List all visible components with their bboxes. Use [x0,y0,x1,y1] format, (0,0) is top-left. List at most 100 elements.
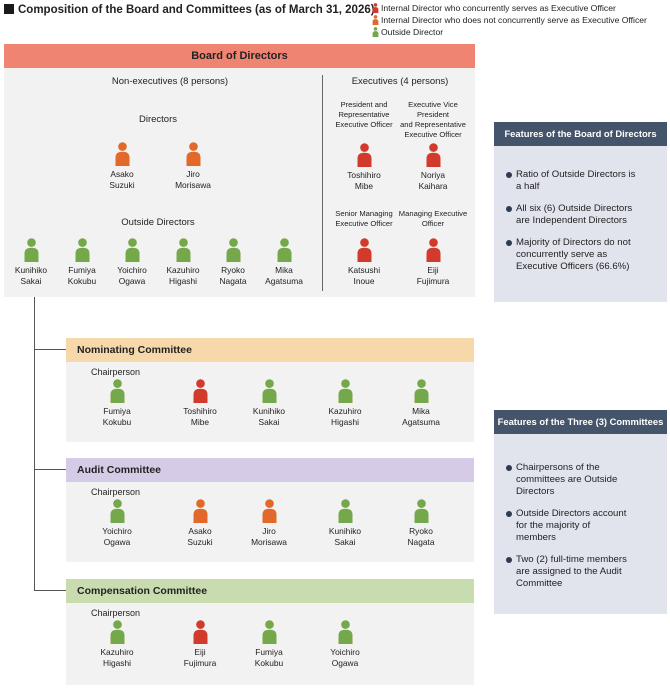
text-line: Ogawa [103,537,131,547]
person-icon [24,238,38,262]
person-icon [115,142,129,166]
person-icon [125,238,139,262]
text-line: Kaihara [418,181,448,191]
text-line: Toshihiro [183,406,217,416]
text-line: Majority of Directors do not [516,237,631,248]
committee-features-heading: Features of the Three (3) Committees [494,410,667,434]
committee-heading: Compensation Committee [66,579,474,603]
text-line: Fujimura [183,658,217,668]
text-line: a half [516,181,540,192]
person-icon [110,499,124,523]
text-line: Sakai [20,276,42,286]
chairperson-label: Chairperson [91,608,141,618]
person-icon [426,238,440,262]
text-line: Fumiya [68,265,96,275]
person-icon [226,238,240,262]
text-line: Executive Officer [404,130,462,139]
text-line: Directors [516,486,555,497]
person-icon [193,620,207,644]
board-features-heading: Features of the Board of Directors [494,122,667,146]
title-text: Composition of the Board and Committees … [18,4,375,16]
text-line: Eiji [427,265,439,275]
text-line: Committee [516,578,563,589]
text-line: Kunihiko [14,265,48,275]
text-line: Chairpersons of the [516,462,600,473]
tree-branch-audit [34,469,66,470]
text-line: Morisawa [251,537,287,547]
text-line: members [516,532,556,543]
tree-trunk [34,297,35,591]
text-line: Higashi [169,276,197,286]
tree-branch-compensation [34,590,66,591]
chairperson-label: Chairperson [91,367,141,377]
text-line: Yoichiro [102,526,132,536]
text-line: Mika [275,265,293,275]
text-line: Kazuhiro [166,265,200,275]
text-line: and Representative [400,120,466,129]
text-line: Suzuki [109,180,135,190]
text-line: Agatsuma [265,276,303,286]
person-icon [262,379,276,403]
person-icon [357,238,371,262]
text-line: Higashi [103,658,131,668]
board-heading: Board of Directors [4,44,475,68]
person-icon [372,27,379,37]
text-line: Eiji [194,647,206,657]
text-line: Ogawa [118,276,146,286]
person-icon [357,143,371,167]
text-line: are assigned to the Audit [516,566,622,577]
text-line: Jiro [186,169,200,179]
committee-heading: Audit Committee [66,458,474,482]
text-line: Yoichiro [330,647,360,657]
text-line: Ryoko [221,265,245,275]
committee-features-box [494,410,667,614]
text-line: Fumiya [255,647,283,657]
person-icon [262,620,276,644]
text-line: Kazuhiro [100,647,134,657]
text-line: Morisawa [175,180,211,190]
text-line: Mibe [190,417,210,427]
text-line: Mibe [354,181,374,191]
person-icon [426,143,440,167]
person-icon [277,238,291,262]
text-line: Managing Executive [398,209,468,218]
text-line: Fujimura [416,276,450,286]
text-line: Outside Directors account [516,508,627,519]
directors-label: Directors [138,114,177,125]
text-line: Higashi [331,417,359,427]
text-line: Kunihiko [328,526,362,536]
